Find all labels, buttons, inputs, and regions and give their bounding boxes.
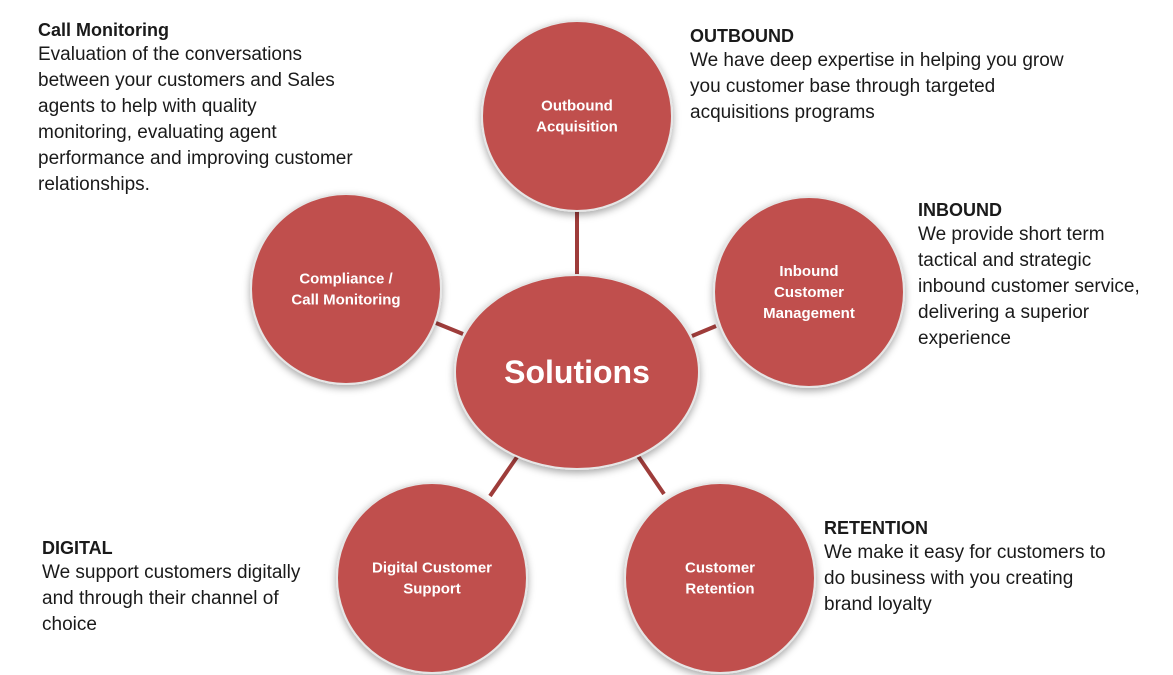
- description-outbound-heading: OUTBOUND: [690, 26, 794, 46]
- description-line: choice: [42, 614, 97, 635]
- connector-retention: [636, 454, 666, 496]
- description-line: you customer base through targeted: [690, 76, 996, 97]
- node-retention-circle: [624, 482, 816, 674]
- description-digital-body: We support customers digitally and throug…: [42, 560, 342, 638]
- description-line: We provide short term: [918, 224, 1105, 245]
- description-inbound-heading: INBOUND: [918, 200, 1002, 220]
- node-compliance-label: Compliance / Call Monitoring: [291, 271, 400, 309]
- description-line: acquisitions programs: [690, 102, 875, 123]
- connectors: [435, 211, 717, 498]
- node-digital-circle: [336, 482, 528, 674]
- node-label-line: Management: [763, 305, 855, 322]
- description-digital: DIGITAL We support customers digitally an…: [42, 536, 342, 638]
- node-label-line: Inbound: [779, 263, 838, 280]
- description-line: performance and improving customer: [38, 148, 353, 169]
- node-compliance-circle: [250, 193, 442, 385]
- node-label-line: Call Monitoring: [291, 292, 400, 309]
- description-compliance-heading: Call Monitoring: [38, 20, 169, 40]
- connector-digital: [488, 455, 519, 498]
- node-outbound-circle: [481, 20, 673, 212]
- description-line: relationships.: [38, 174, 150, 195]
- description-line: We support customers digitally: [42, 562, 301, 583]
- description-retention-body: We make it easy for customers to do busin…: [824, 540, 1144, 618]
- description-inbound-body: We provide short term tactical and strate…: [918, 222, 1170, 352]
- description-line: delivering a superior: [918, 302, 1090, 323]
- description-line: brand loyalty: [824, 594, 932, 615]
- node-label-line: Retention: [685, 581, 754, 598]
- node-compliance: Compliance / Call Monitoring: [250, 193, 442, 385]
- connector-inbound: [691, 324, 717, 338]
- description-retention: RETENTION We make it easy for customers …: [824, 516, 1144, 618]
- node-label-line: Compliance /: [299, 271, 393, 288]
- description-line: We make it easy for customers to: [824, 542, 1106, 563]
- description-line: monitoring, evaluating agent: [38, 122, 277, 143]
- description-line: agents to help with quality: [38, 96, 257, 117]
- node-label-line: Digital Customer: [372, 560, 492, 577]
- hub: Solutions: [454, 274, 700, 470]
- description-outbound: OUTBOUND We have deep expertise in helpi…: [690, 24, 1130, 126]
- node-label-line: Support: [403, 581, 461, 598]
- description-compliance: Call Monitoring Evaluation of the conver…: [38, 18, 418, 198]
- description-line: between your customers and Sales: [38, 70, 335, 91]
- description-line: do business with you creating: [824, 568, 1074, 589]
- description-line: Evaluation of the conversations: [38, 44, 303, 65]
- node-label-line: Customer: [685, 560, 755, 577]
- description-inbound: INBOUND We provide short term tactical an…: [918, 198, 1170, 352]
- description-outbound-body: We have deep expertise in helping you gr…: [690, 48, 1130, 126]
- node-label-line: Customer: [774, 284, 844, 301]
- description-line: and through their channel of: [42, 588, 279, 609]
- description-retention-heading: RETENTION: [824, 518, 929, 538]
- description-line: experience: [918, 328, 1011, 349]
- description-digital-heading: DIGITAL: [42, 538, 113, 558]
- description-line: inbound customer service,: [918, 276, 1140, 297]
- hub-label: Solutions: [504, 354, 650, 390]
- description-line: We have deep expertise in helping you gr…: [690, 50, 1064, 71]
- node-inbound-circle: [713, 196, 905, 388]
- description-line: tactical and strategic: [918, 250, 1092, 271]
- description-compliance-body: Evaluation of the conversations between y…: [38, 42, 418, 198]
- connector-compliance: [435, 321, 464, 336]
- node-label-line: Outbound: [541, 98, 613, 115]
- hub-circle: [454, 274, 700, 470]
- node-label-line: Acquisition: [536, 119, 618, 136]
